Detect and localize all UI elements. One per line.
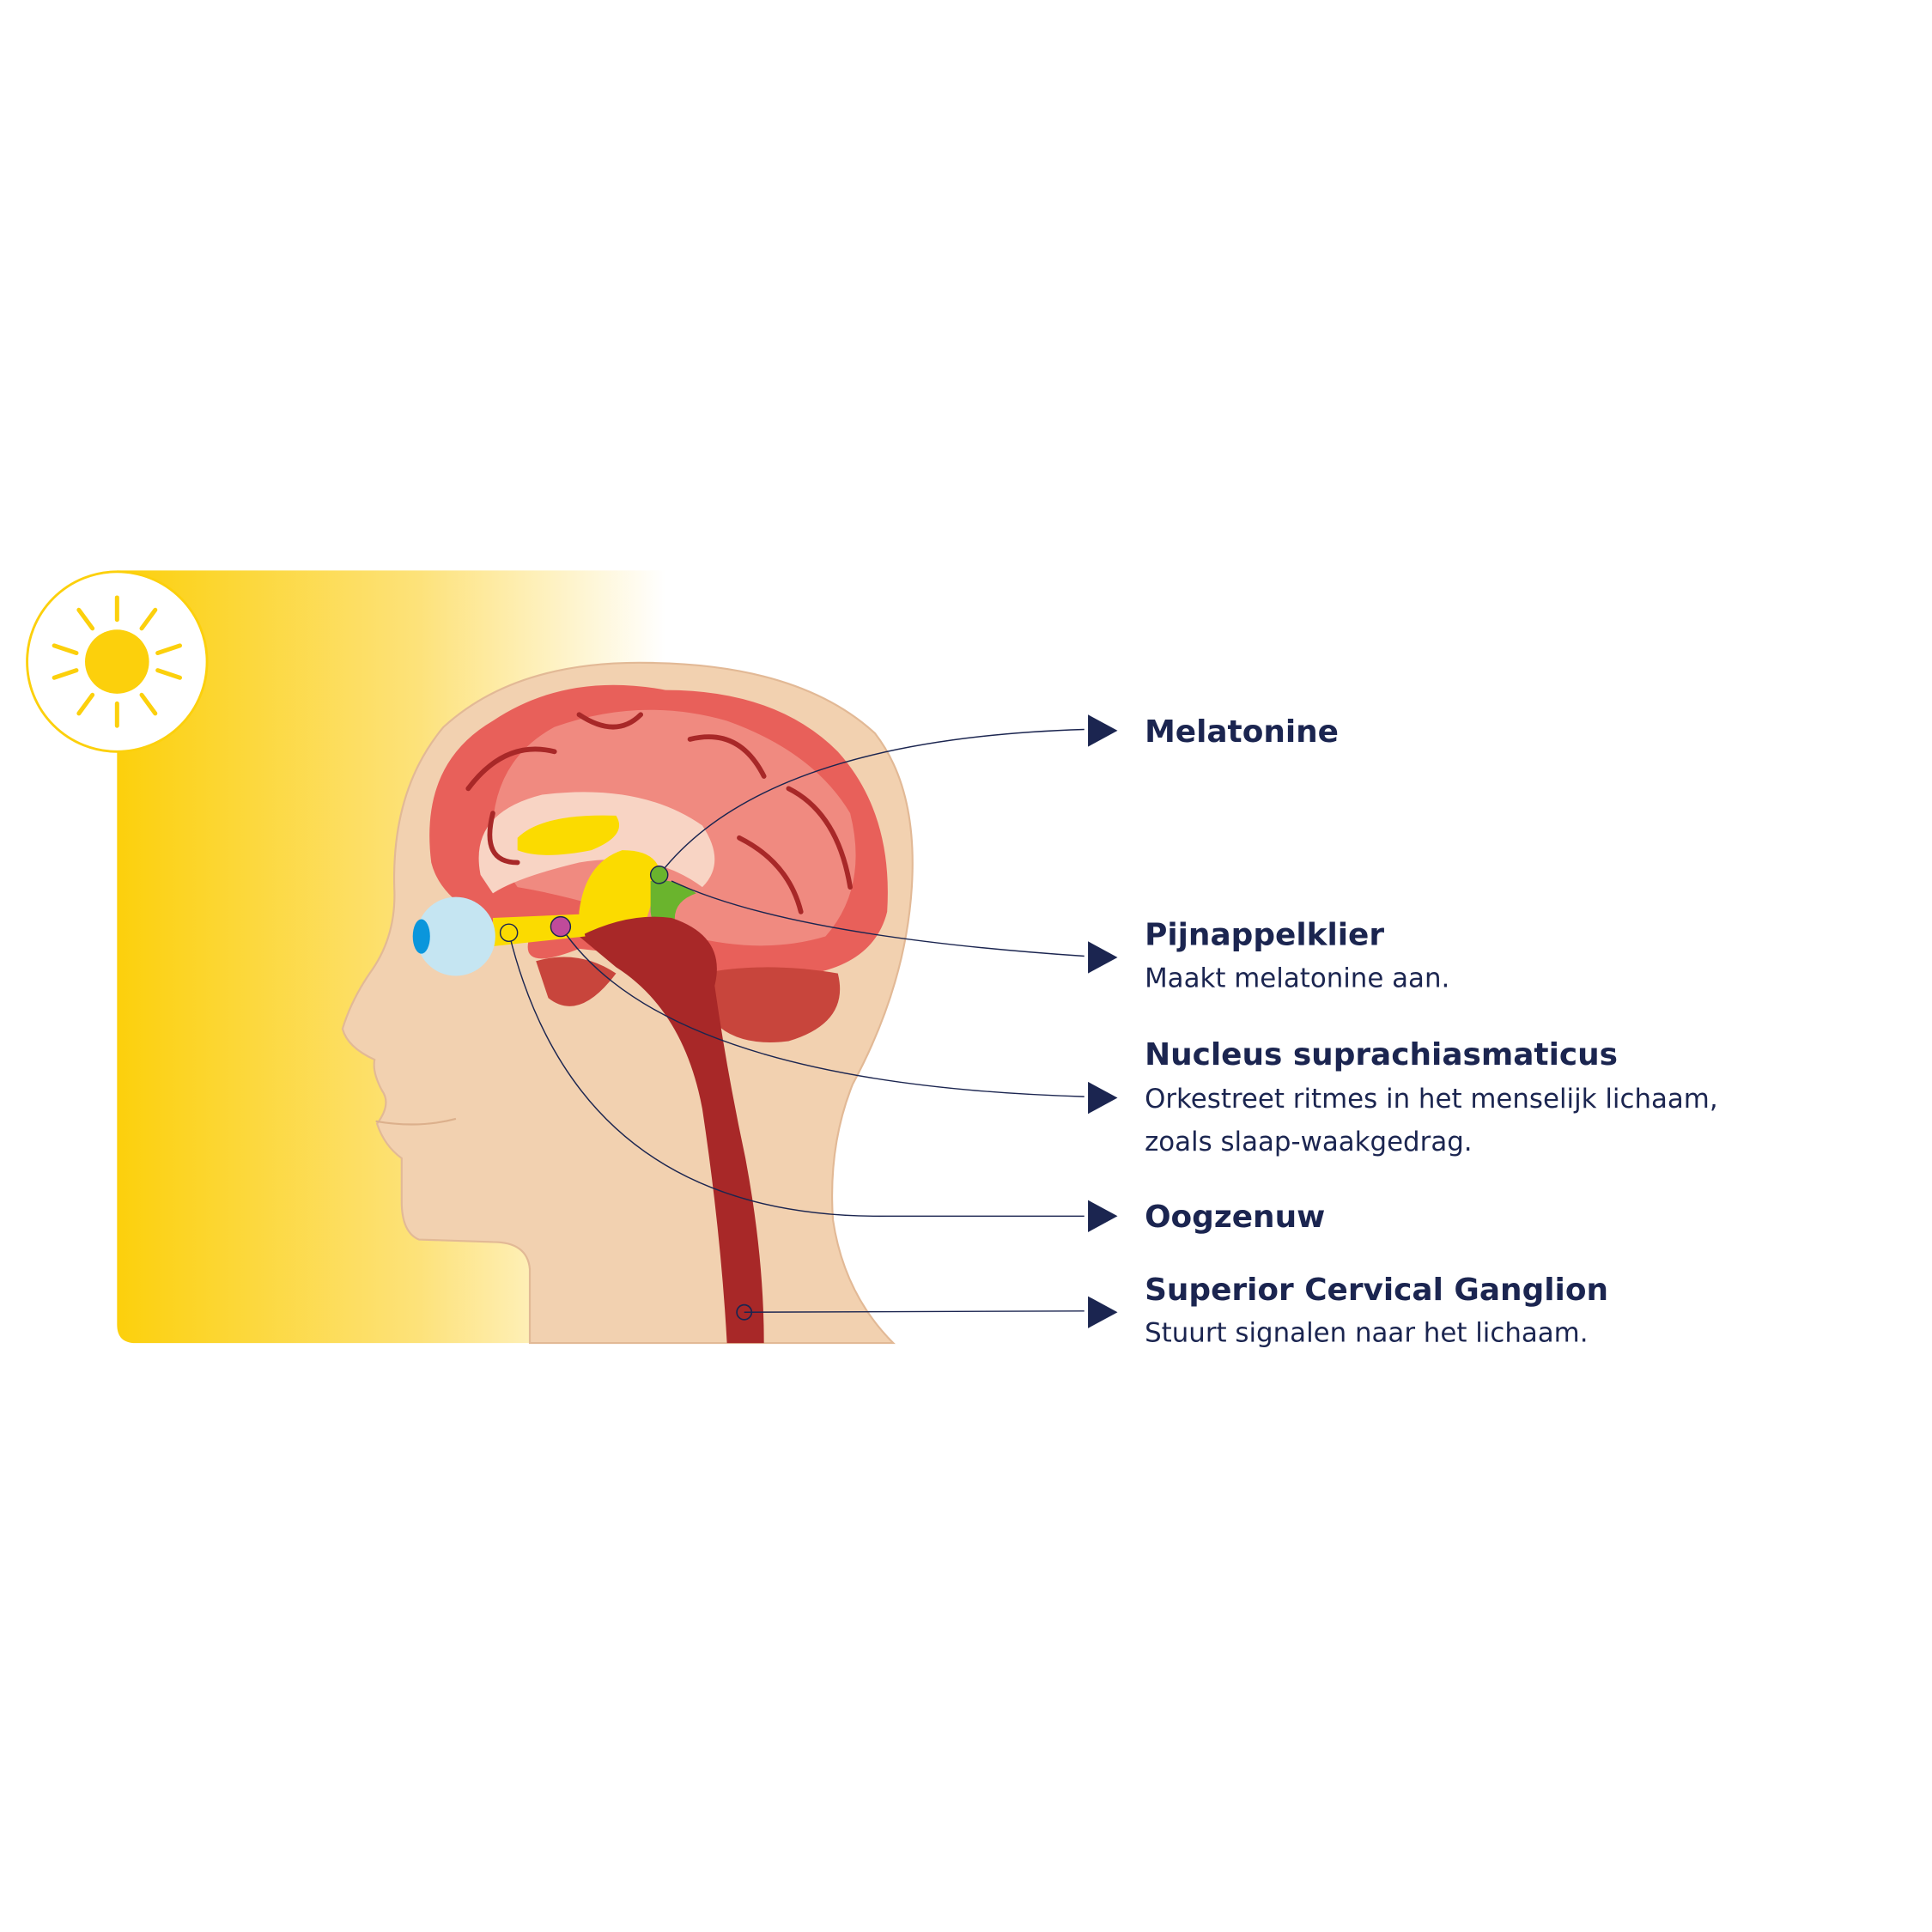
label-ganglion: Superior Cervical Ganglion bbox=[1145, 1273, 1608, 1308]
arrow-icon bbox=[1088, 1296, 1118, 1328]
arrow-icons bbox=[1088, 714, 1118, 1328]
desc-pijnappelklier: Maakt melatonine aan. bbox=[1145, 963, 1449, 993]
label-nucleus: Nucleus suprachiasmaticus bbox=[1145, 1037, 1618, 1072]
label-oogzenuw: Oogzenuw bbox=[1145, 1200, 1325, 1235]
desc-nucleus-line1: Orkestreet ritmes in het menselijk licha… bbox=[1145, 1084, 1718, 1115]
thalamus bbox=[517, 815, 620, 855]
label-pijnappelklier: Pijnappelklier bbox=[1145, 918, 1384, 953]
arrow-icon bbox=[1088, 941, 1118, 974]
eye-icon bbox=[412, 896, 495, 976]
brain bbox=[429, 684, 888, 1042]
spinal-cord bbox=[579, 916, 764, 1344]
arrow-icon bbox=[1088, 1200, 1118, 1232]
ganglion-marker bbox=[736, 1303, 753, 1321]
label-melatonine: Melatonine bbox=[1145, 714, 1339, 750]
leader-lines bbox=[507, 728, 1084, 1313]
arrow-icon bbox=[1088, 1081, 1118, 1115]
lip-line bbox=[375, 1117, 457, 1126]
desc-ganglion: Stuurt signalen naar het lichaam. bbox=[1145, 1318, 1588, 1349]
arrow-icon bbox=[1088, 714, 1118, 747]
sun-icon bbox=[26, 570, 209, 753]
cerebellum bbox=[702, 967, 841, 1042]
pineal-marker bbox=[649, 866, 669, 884]
desc-nucleus-line2: zoals slaap-waakgedrag. bbox=[1145, 1127, 1473, 1157]
scn-marker bbox=[550, 915, 572, 938]
optic-nerve-marker bbox=[499, 923, 519, 943]
